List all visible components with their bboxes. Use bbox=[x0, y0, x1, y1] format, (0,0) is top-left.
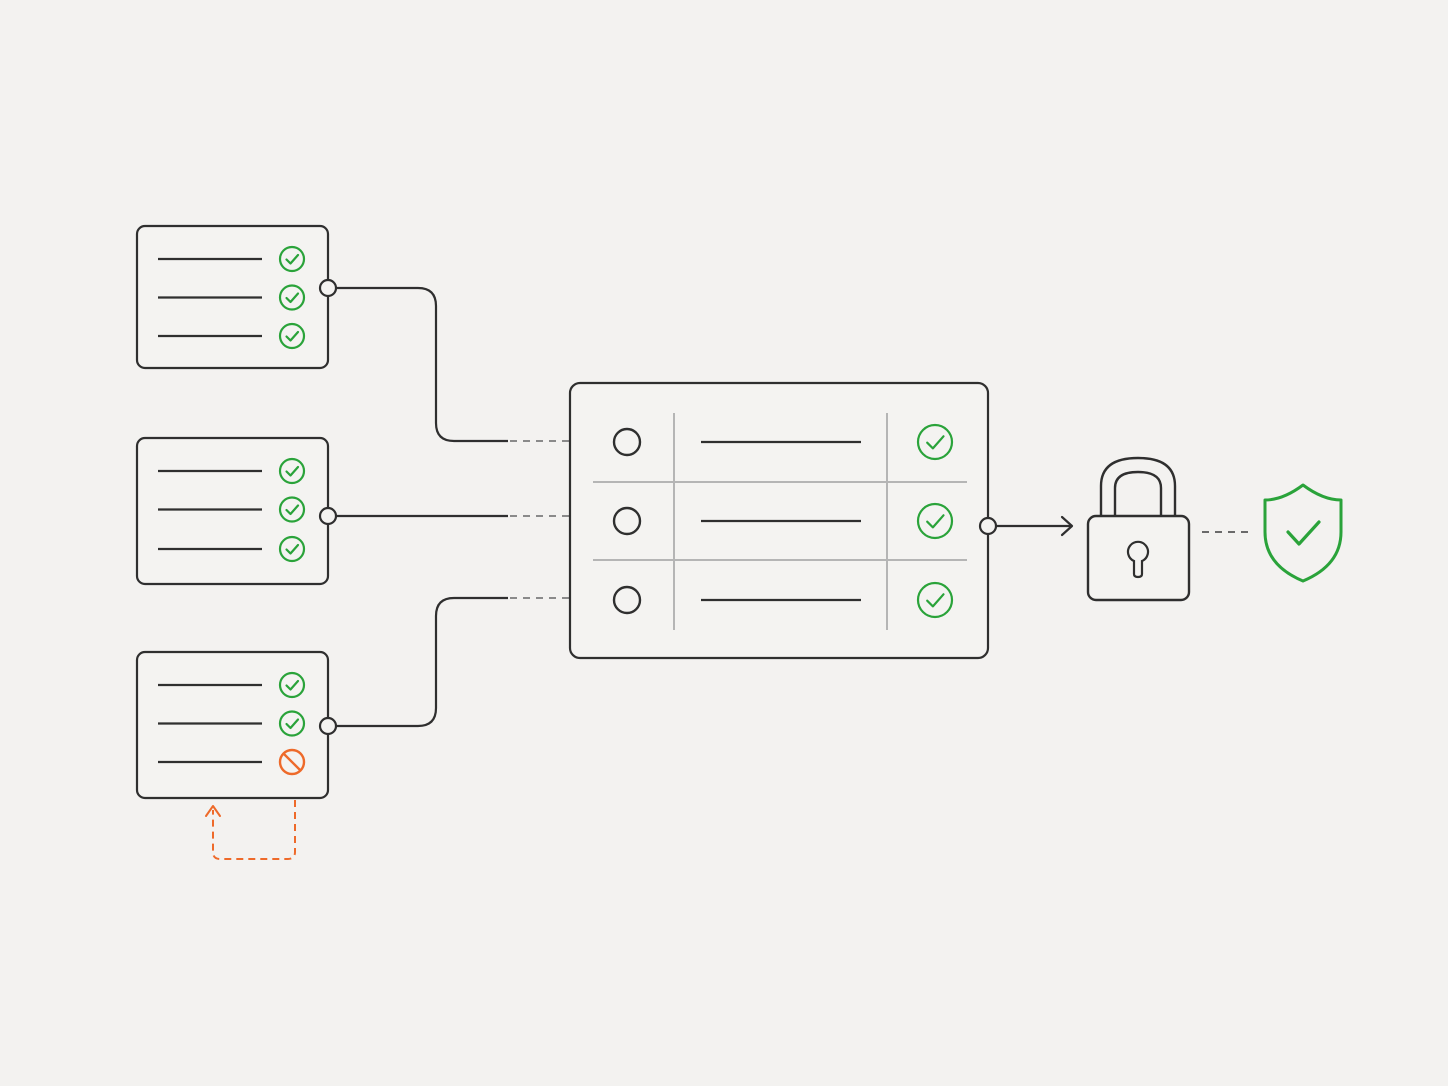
check-circle bbox=[278, 457, 306, 485]
check-mark bbox=[285, 253, 300, 265]
source-document-2 bbox=[135, 436, 338, 586]
source-card bbox=[135, 436, 330, 586]
check-circle-icon bbox=[278, 322, 306, 350]
connector-source-3 bbox=[328, 596, 508, 728]
check-circle-icon bbox=[916, 581, 954, 619]
row-input-circle bbox=[612, 427, 642, 457]
merged-row-1 bbox=[612, 423, 954, 461]
check-circle bbox=[278, 496, 306, 523]
merged-output-port bbox=[978, 516, 998, 536]
check-mark bbox=[285, 465, 300, 477]
merged-row-2 bbox=[612, 502, 954, 540]
retry-arrowhead bbox=[205, 805, 221, 817]
output-port bbox=[318, 506, 338, 526]
check-circle bbox=[278, 535, 306, 563]
check-circle bbox=[278, 322, 306, 350]
check-circle-icon bbox=[916, 502, 954, 540]
output-port bbox=[318, 278, 338, 298]
source-card bbox=[135, 650, 330, 800]
source-document-3 bbox=[135, 650, 338, 800]
check-circle bbox=[278, 245, 306, 273]
check-mark bbox=[926, 514, 945, 529]
shield-outline bbox=[1263, 483, 1343, 583]
source-document-1 bbox=[135, 224, 338, 370]
check-circle bbox=[916, 423, 954, 461]
keyhole bbox=[1126, 540, 1150, 579]
lock-body bbox=[1086, 514, 1191, 602]
check-circle bbox=[278, 671, 306, 699]
check-mark bbox=[285, 679, 300, 691]
check-mark bbox=[285, 718, 300, 730]
check-mark bbox=[926, 593, 945, 608]
check-circle-icon bbox=[278, 496, 306, 523]
prohibited-circle bbox=[278, 748, 306, 776]
check-circle-icon bbox=[916, 423, 954, 461]
check-circle bbox=[278, 284, 306, 311]
shield-check-icon bbox=[1263, 483, 1343, 583]
check-circle bbox=[916, 502, 954, 540]
check-circle-icon bbox=[278, 671, 306, 699]
check-mark bbox=[285, 292, 300, 304]
connectors bbox=[205, 286, 603, 860]
check-circle-icon bbox=[278, 457, 306, 485]
check-mark bbox=[285, 543, 300, 555]
row-input-circle bbox=[612, 585, 642, 615]
check-circle-icon bbox=[278, 284, 306, 311]
check-circle bbox=[916, 581, 954, 619]
merged-table bbox=[568, 381, 990, 660]
shield-check-mark bbox=[1286, 520, 1321, 546]
connector-source-1 bbox=[328, 286, 508, 443]
row-input-circle bbox=[612, 506, 642, 536]
check-mark bbox=[285, 504, 300, 516]
check-mark bbox=[285, 330, 300, 342]
prohibited-slash bbox=[282, 752, 302, 772]
secured-output bbox=[978, 456, 1343, 602]
check-circle-icon bbox=[278, 710, 306, 737]
output-arrowhead bbox=[1060, 515, 1074, 537]
output-port bbox=[318, 716, 338, 736]
lock-shackle-inner bbox=[1113, 470, 1163, 516]
check-circle-icon bbox=[278, 245, 306, 273]
prohibited-icon bbox=[278, 748, 306, 776]
padlock-icon bbox=[1086, 456, 1191, 602]
check-mark bbox=[926, 435, 945, 450]
retry-loop-arrow bbox=[212, 800, 296, 860]
check-circle bbox=[278, 710, 306, 737]
check-circle-icon bbox=[278, 535, 306, 563]
lock-shackle-outer bbox=[1099, 456, 1177, 516]
merged-row-3 bbox=[612, 581, 954, 619]
source-documents bbox=[135, 224, 338, 800]
